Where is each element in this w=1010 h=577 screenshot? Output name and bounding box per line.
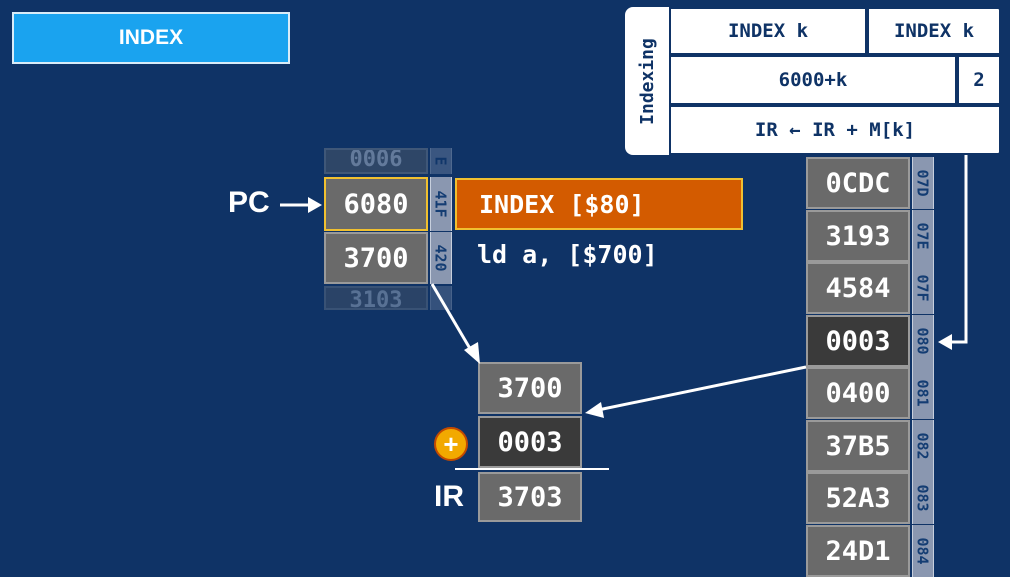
memory-addr-07e: 07E [912, 210, 934, 262]
index-title-button[interactable]: INDEX [12, 12, 290, 64]
instruction-index: INDEX [$80] [455, 178, 743, 230]
ghost-top-cell: 0006 [324, 148, 428, 174]
memory-cell-07d: 0CDC [806, 157, 910, 209]
memory-cell-081: 0400 [806, 367, 910, 419]
sum-mid-cell: 0003 [478, 416, 582, 468]
pc-arrow-icon [280, 197, 322, 213]
memory-cell-07e: 3193 [806, 210, 910, 262]
memory-cell-082: 37B5 [806, 420, 910, 472]
card-side-label: Indexing [636, 37, 658, 125]
program-addr-41f: 41F [430, 177, 452, 231]
arrow-420-to-sum-icon [430, 283, 480, 364]
card-row1-left: INDEX k [669, 7, 867, 55]
arrow-card-to-mem-icon [938, 148, 968, 350]
arrow-mem-to-sum-icon [585, 365, 807, 418]
memory-addr-084: 084 [912, 525, 934, 577]
program-cell-420: 3700 [324, 232, 428, 284]
card-row3: IR ← IR + M[k] [669, 105, 1001, 155]
ghost-top-addr: E [430, 148, 452, 174]
memory-cell-07f: 4584 [806, 262, 910, 314]
ghost-bottom-cell: 3103 [324, 286, 428, 310]
memory-cell-083: 52A3 [806, 472, 910, 524]
memory-addr-083: 083 [912, 472, 934, 524]
card-row2-right: 2 [957, 55, 1001, 105]
card-row2-left: 6000+k [669, 55, 957, 105]
memory-addr-081: 081 [912, 367, 934, 419]
sum-line [455, 468, 609, 470]
ir-cell: 3703 [478, 472, 582, 522]
memory-cell-080: 0003 [806, 315, 910, 367]
instruction-card: Indexing INDEX k INDEX k 6000+k 2 IR ← I… [625, 7, 1001, 155]
memory-addr-080: 080 [912, 315, 934, 367]
memory-addr-082: 082 [912, 420, 934, 472]
memory-addr-07d: 07D [912, 157, 934, 209]
card-row1-right: INDEX k [867, 7, 1001, 55]
pc-label: PC [228, 186, 270, 219]
sum-top-cell: 3700 [478, 362, 582, 414]
instruction-ld: ld a, [$700] [477, 240, 658, 269]
program-addr-420: 420 [430, 232, 452, 284]
ir-label: IR [434, 480, 464, 513]
plus-icon: + [434, 427, 468, 461]
memory-addr-07f: 07F [912, 262, 934, 314]
program-cell-41f: 6080 [324, 177, 428, 231]
